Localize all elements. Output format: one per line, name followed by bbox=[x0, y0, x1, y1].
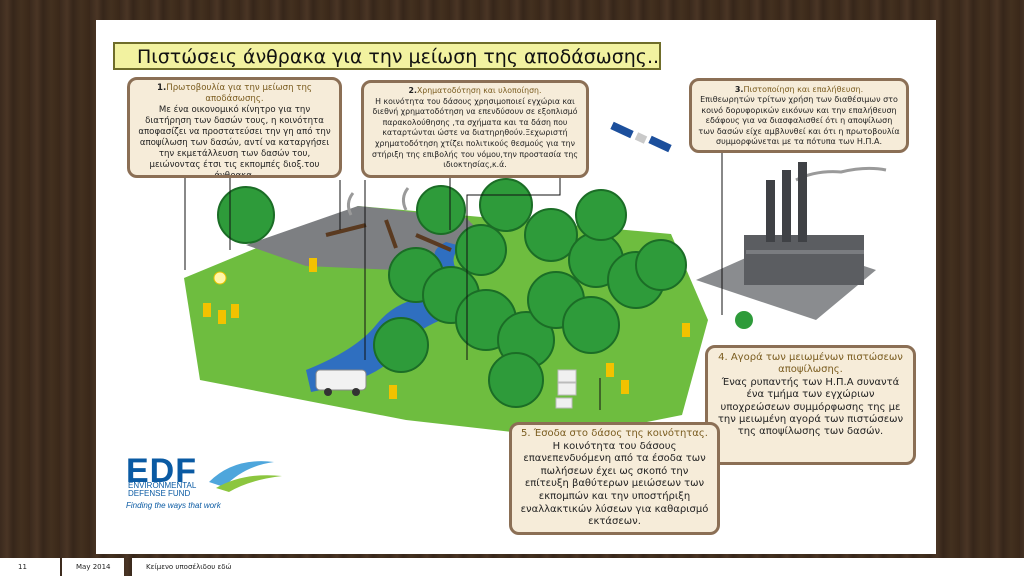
river bbox=[306, 242, 466, 392]
step3-number: 3. bbox=[734, 85, 744, 94]
logo-name: ENVIRONMENTAL DEFENSE FUND bbox=[128, 482, 196, 498]
step1-body: Με ένα οικονομικό κίνητρο για την διατήρ… bbox=[138, 105, 331, 178]
footer: 11 May 2014 Κείμενο υποσέλιδου εδώ bbox=[0, 558, 1024, 576]
step4-box: 4. Αγορά των μειωμένων πιστώσεων αποψίλω… bbox=[705, 345, 916, 465]
beehives bbox=[555, 369, 577, 409]
step4-heading: 4. Αγορά των μειωμένων πιστώσεων αποψίλω… bbox=[718, 352, 903, 376]
logo-tagline: Finding the ways that work bbox=[126, 501, 221, 510]
page-title: Πιστώσεις άνθρακα για την μείωση της απο… bbox=[113, 42, 661, 70]
step1-heading: Πρωτοβουλία για την μείωση της αποδάσωση… bbox=[166, 83, 312, 104]
step3-body: Επιθεωρητών τρίτων χρήση των διαθέσιμων … bbox=[698, 95, 900, 147]
satellite bbox=[610, 121, 672, 153]
forest-illustration bbox=[184, 121, 887, 438]
forest-trees bbox=[217, 178, 687, 408]
step1-number: 1. bbox=[157, 83, 167, 93]
step2-body: Η κοινότητα του δάσους χρησιμοποιεί εγχώ… bbox=[372, 96, 578, 170]
dollar-icon bbox=[735, 311, 753, 329]
factory bbox=[744, 162, 864, 285]
smoke bbox=[346, 166, 887, 216]
step3-box: 3.Πιστοποίηση και επαλήθευση. Επιθεωρητώ… bbox=[689, 78, 909, 153]
step2-box: 2.Χρηματοδότηση και υλοποίηση. Η κοινότη… bbox=[361, 80, 589, 178]
step5-box: 5. Έσοδα στο δάσος της κοινότητας. Η κοι… bbox=[509, 422, 720, 535]
step3-heading: Πιστοποίηση και επαλήθευση. bbox=[743, 85, 864, 94]
people bbox=[203, 258, 690, 399]
step4-body: Ένας ρυπαντής των Η.Π.Α συναντά ένα τμήμ… bbox=[717, 376, 904, 438]
logo-line1: ENVIRONMENTAL bbox=[128, 481, 197, 490]
step2-heading: Χρηματοδότηση και υλοποίηση. bbox=[416, 86, 542, 95]
car bbox=[315, 369, 367, 396]
step5-heading: 5. Έσοδα στο δάσος της κοινότητας. bbox=[521, 428, 708, 439]
footer-page-number: 11 bbox=[0, 558, 60, 576]
step2-number: 2. bbox=[408, 86, 417, 95]
logo-line2: DEFENSE FUND bbox=[128, 489, 191, 498]
lightbulb-icon bbox=[213, 271, 227, 285]
footer-date: May 2014 bbox=[62, 558, 124, 576]
step1-box: 1.Πρωτοβουλία για την μείωση της αποδάσω… bbox=[127, 77, 342, 178]
edf-logo: EDF ENVIRONMENTAL DEFENSE FUND Finding t… bbox=[126, 452, 296, 514]
logo-swoosh-icon bbox=[209, 461, 282, 492]
logs bbox=[325, 219, 452, 252]
footer-note: Κείμενο υποσέλιδου εδώ bbox=[132, 558, 1024, 576]
step5-body: Η κοινότητα του δάσους επανεπενδυόμενη α… bbox=[520, 440, 709, 528]
logo-wordmark: EDF bbox=[126, 452, 197, 490]
